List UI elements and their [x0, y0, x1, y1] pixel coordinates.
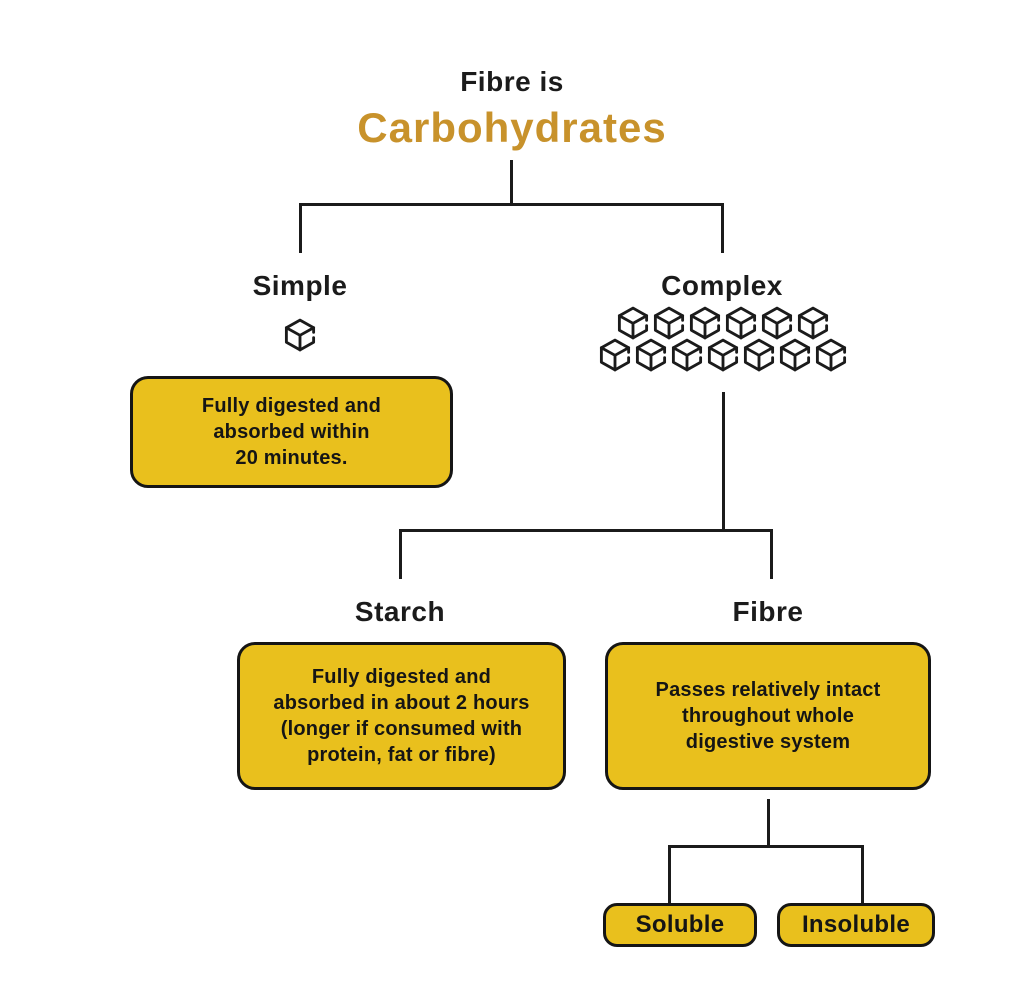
- insoluble-label: Insoluble: [801, 911, 911, 938]
- sugar-cube-icon: [776, 336, 814, 374]
- simple-note-text: Fully digested and absorbed within 20 mi…: [201, 395, 382, 469]
- node-label-simple: Simple: [252, 270, 348, 301]
- connector-line: [770, 529, 773, 579]
- sugar-cube-icon: [596, 336, 634, 374]
- title-line-2: Carbohydrates: [357, 104, 667, 151]
- connector-line: [299, 203, 724, 206]
- connector-line: [861, 845, 864, 903]
- starch-note-box: Fully digested and absorbed in about 2 h…: [237, 642, 566, 790]
- sugar-cube-icon: [722, 304, 760, 342]
- fibre-note-text: Passes relatively intact throughout whol…: [655, 679, 881, 753]
- connector-line: [722, 392, 725, 532]
- complex-cubes: [583, 304, 863, 374]
- sugar-cube-icon: [758, 304, 796, 342]
- connector-line: [399, 529, 773, 532]
- simple-note-box: Fully digested and absorbed within 20 mi…: [130, 376, 453, 488]
- node-label-starch: Starch: [354, 596, 446, 627]
- connector-line: [767, 799, 770, 847]
- title-line-1: Fibre is: [460, 66, 564, 97]
- insoluble-box: Insoluble: [777, 903, 935, 947]
- connector-line: [299, 203, 302, 253]
- sugar-cube-icon: [281, 316, 319, 354]
- sugar-cube-icon: [740, 336, 778, 374]
- connector-line: [668, 845, 864, 848]
- sugar-cube-icon: [614, 304, 652, 342]
- fibre-note-box: Passes relatively intact throughout whol…: [605, 642, 931, 790]
- starch-note-text: Fully digested and absorbed in about 2 h…: [273, 666, 530, 766]
- simple-cubes: [281, 316, 319, 354]
- node-label-complex: Complex: [661, 270, 783, 301]
- sugar-cube-icon: [794, 304, 832, 342]
- sugar-cube-icon: [668, 336, 706, 374]
- soluble-box: Soluble: [603, 903, 757, 947]
- connector-line: [721, 203, 724, 253]
- sugar-cube-icon: [704, 336, 742, 374]
- connector-line: [510, 160, 513, 206]
- connector-line: [668, 845, 671, 903]
- sugar-cube-icon: [632, 336, 670, 374]
- sugar-cube-icon: [812, 336, 850, 374]
- node-label-fibre: Fibre: [732, 596, 804, 627]
- connector-line: [399, 529, 402, 579]
- soluble-label: Soluble: [635, 911, 725, 938]
- sugar-cube-icon: [686, 304, 724, 342]
- sugar-cube-icon: [650, 304, 688, 342]
